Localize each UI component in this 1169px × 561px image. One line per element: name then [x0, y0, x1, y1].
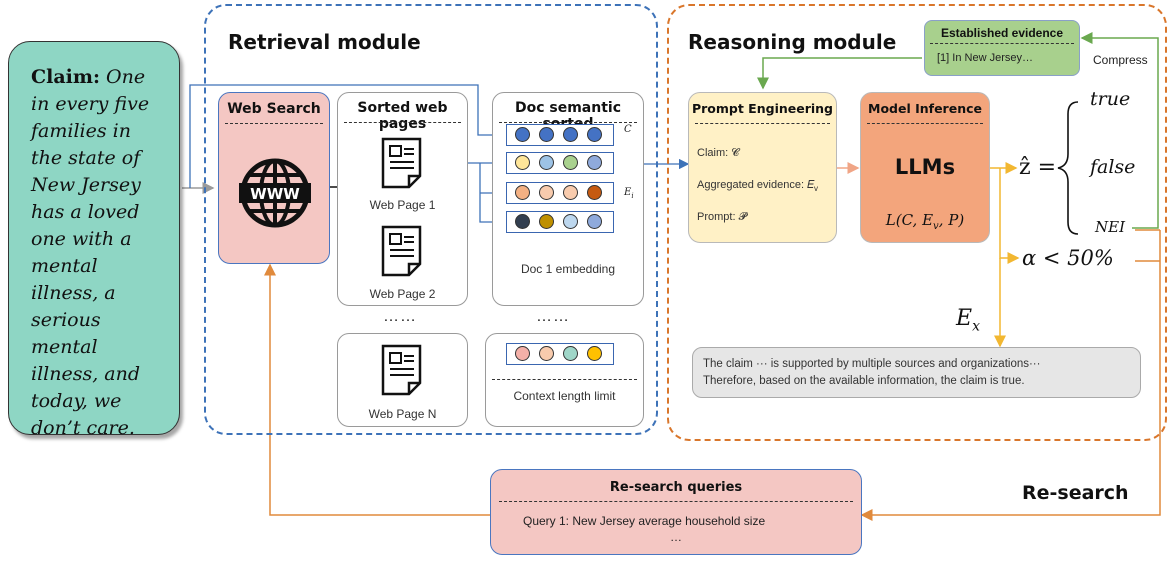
explanation-line-2: Therefore, based on the available inform… — [703, 375, 1025, 387]
label-false: false — [1090, 156, 1136, 178]
globe-icon — [239, 158, 311, 228]
sorted-pages-title: Sorted web pages — [357, 100, 448, 132]
embedding-row — [506, 182, 614, 204]
web-page-n-label: Web Page N — [368, 407, 437, 421]
loss-formula: L(C, Ev, P) — [885, 211, 965, 232]
prompt-engineering-box: Prompt Engineering Claim: 𝓒 Aggregated e… — [688, 92, 837, 243]
sorted-pages-box: Sorted web pages — [337, 92, 468, 306]
prompt-prompt-line: Prompt: 𝓟 — [697, 211, 747, 223]
model-inf-title: Model Inference — [868, 101, 982, 116]
research-label: Re-search — [1022, 482, 1129, 504]
web-search-box: Web Search WWW — [218, 92, 330, 264]
context-limit-label: Context length limit — [513, 389, 616, 403]
reasoning-title: Reasoning module — [688, 30, 897, 54]
ex-label: Ex — [956, 306, 980, 335]
llms-label: LLMs — [894, 155, 956, 179]
document-icon — [381, 137, 422, 189]
document-icon — [381, 225, 422, 277]
query-more: … — [670, 530, 682, 544]
www-label: WWW — [250, 185, 300, 203]
embedding-row — [506, 343, 614, 365]
alpha-threshold: α < 50% — [1022, 246, 1114, 270]
prompt-agg-line: Aggregated evidence: 𝐸v — [697, 179, 819, 194]
document-icon — [381, 344, 422, 396]
claim-text: One in every five families in the state … — [31, 66, 150, 439]
established-title: Established evidence — [940, 26, 1064, 40]
docs-ellipsis: …… — [536, 308, 570, 325]
reasoning-module — [667, 4, 1167, 441]
research-queries-box: Re-search queries Query 1: New Jersey av… — [490, 469, 862, 555]
ei-label: Ei — [624, 187, 634, 200]
arrow-claim-to-doc — [189, 84, 504, 188]
compress-label: Compress — [1093, 53, 1148, 67]
arrow-evidence-to-prompt — [757, 57, 922, 90]
brace — [1057, 101, 1079, 235]
web-page-n-box — [337, 333, 468, 427]
embedding-row — [506, 124, 614, 146]
retrieval-module — [204, 4, 658, 435]
label-true: true — [1090, 88, 1131, 110]
label-nei: NEI — [1095, 218, 1125, 236]
web-search-title: Web Search — [227, 101, 321, 117]
web-page-2-label: Web Page 2 — [369, 287, 436, 301]
z-hat: ẑ = — [1019, 155, 1057, 180]
explanation-line-1: The claim ··· is supported by multiple s… — [703, 358, 1041, 370]
arrow-compress-loop — [1080, 32, 1159, 229]
explanation-box: The claim ··· is supported by multiple s… — [692, 347, 1141, 398]
doc-embedding-label: Doc 1 embedding — [520, 262, 616, 276]
retrieval-title: Retrieval module — [228, 30, 421, 54]
model-inference-box: Model Inference LLMs L(C, Ev, P) — [860, 92, 990, 243]
arrow-research — [860, 230, 1161, 521]
c-label: C — [624, 124, 632, 135]
web-page-1-label: Web Page 1 — [369, 198, 436, 212]
pages-ellipsis: …… — [383, 308, 417, 325]
established-item: [1] In New Jersey… — [937, 52, 1033, 64]
prompt-eng-title: Prompt Engineering — [691, 101, 834, 116]
claim-box: Claim: One in every five families in the… — [8, 41, 180, 439]
embedding-row — [506, 152, 614, 174]
arrow-queries-to-search — [264, 263, 490, 516]
embedding-row — [506, 211, 614, 233]
query-1: Query 1: New Jersey average household si… — [523, 514, 766, 528]
claim-label: Claim: — [31, 66, 100, 88]
established-evidence-box: Established evidence [1] In New Jersey… — [924, 20, 1080, 76]
research-queries-title: Re-search queries — [609, 480, 743, 495]
prompt-claim-line: Claim: 𝓒 — [697, 147, 740, 159]
